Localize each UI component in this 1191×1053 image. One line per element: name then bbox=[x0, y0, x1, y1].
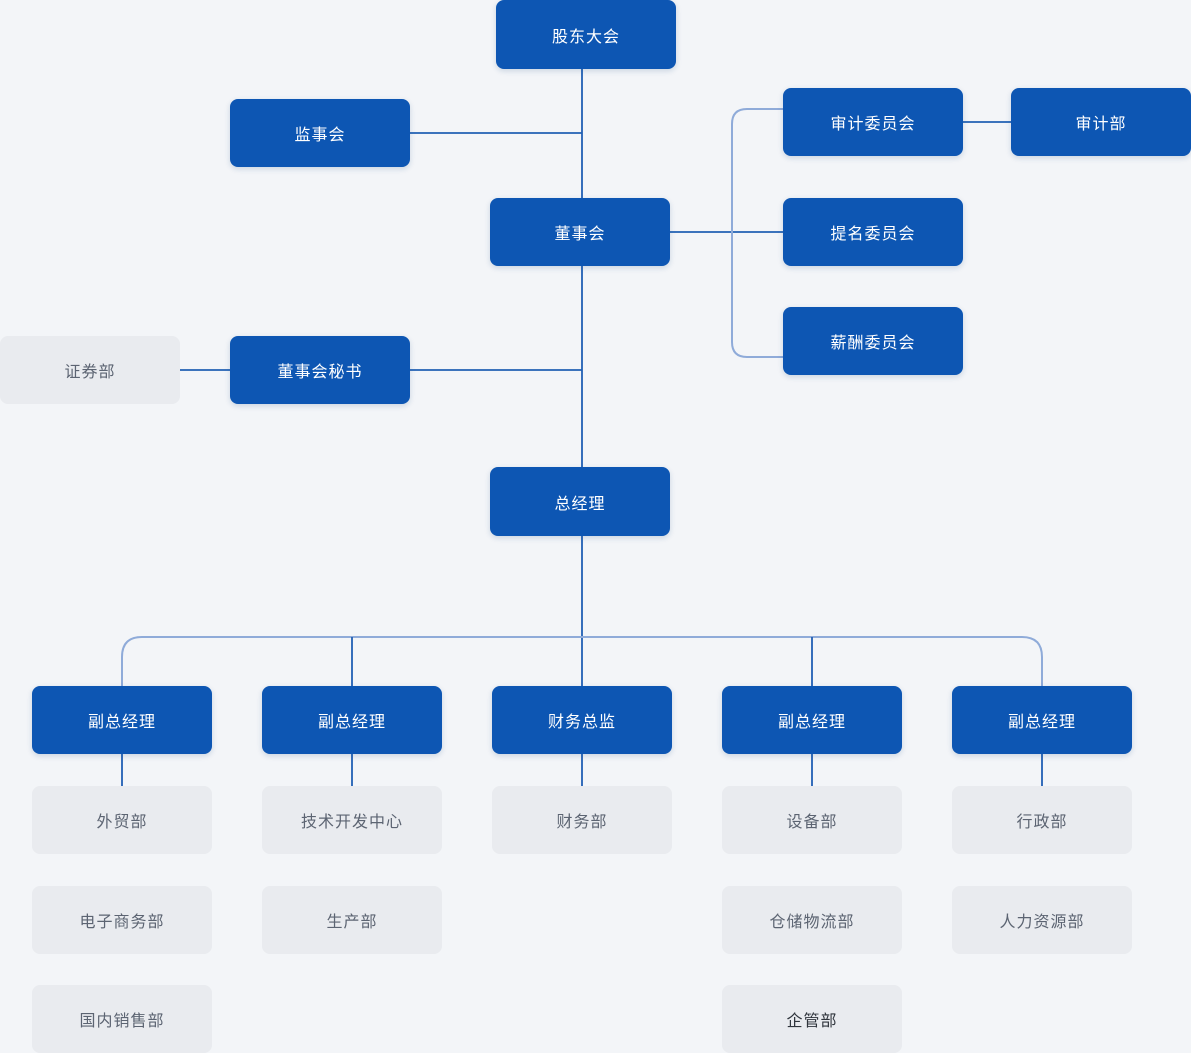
node-label: 财务总监 bbox=[547, 714, 616, 731]
node-domestic-sales-dept[interactable]: 国内销售部 bbox=[32, 985, 212, 1053]
node-securities-dept[interactable]: 证券部 bbox=[0, 336, 180, 404]
node-label: 董事会秘书 bbox=[277, 364, 363, 381]
node-label: 国内销售部 bbox=[79, 1013, 165, 1030]
connector-committee-bracket bbox=[731, 108, 783, 358]
node-label: 审计部 bbox=[1075, 116, 1127, 133]
node-equipment-dept[interactable]: 设备部 bbox=[722, 786, 902, 854]
node-label: 审计委员会 bbox=[830, 116, 916, 133]
node-label: 外贸部 bbox=[96, 814, 148, 831]
node-supervisory-board[interactable]: 监事会 bbox=[230, 99, 410, 167]
node-nomination-committee[interactable]: 提名委员会 bbox=[783, 198, 963, 266]
node-hr-dept[interactable]: 人力资源部 bbox=[952, 886, 1132, 954]
node-shareholders-meeting[interactable]: 股东大会 bbox=[496, 0, 676, 69]
node-label: 证券部 bbox=[64, 364, 116, 381]
node-board-of-directors[interactable]: 董事会 bbox=[490, 198, 670, 266]
node-label: 股东大会 bbox=[551, 28, 620, 46]
node-label: 设备部 bbox=[786, 814, 838, 831]
node-label: 提名委员会 bbox=[830, 226, 916, 243]
node-label: 薪酬委员会 bbox=[830, 335, 916, 352]
connector-gm-distribution bbox=[121, 636, 1043, 686]
node-audit-dept[interactable]: 审计部 bbox=[1011, 88, 1191, 156]
node-general-manager[interactable]: 总经理 bbox=[490, 467, 670, 536]
node-deputy-gm-1[interactable]: 副总经理 bbox=[32, 686, 212, 754]
node-label: 董事会 bbox=[554, 226, 606, 243]
node-label: 副总经理 bbox=[777, 714, 846, 731]
node-label: 人力资源部 bbox=[999, 914, 1085, 931]
node-label: 技术开发中心 bbox=[300, 814, 403, 831]
node-label: 副总经理 bbox=[1007, 714, 1076, 731]
node-tech-dev-center[interactable]: 技术开发中心 bbox=[262, 786, 442, 854]
node-cfo[interactable]: 财务总监 bbox=[492, 686, 672, 754]
node-label: 仓储物流部 bbox=[769, 914, 855, 931]
node-board-secretary[interactable]: 董事会秘书 bbox=[230, 336, 410, 404]
node-label: 总经理 bbox=[554, 495, 606, 513]
node-label: 财务部 bbox=[556, 814, 608, 831]
node-foreign-trade-dept[interactable]: 外贸部 bbox=[32, 786, 212, 854]
node-enterprise-mgmt-dept[interactable]: 企管部 bbox=[722, 985, 902, 1053]
node-finance-dept[interactable]: 财务部 bbox=[492, 786, 672, 854]
node-production-dept[interactable]: 生产部 bbox=[262, 886, 442, 954]
node-label: 电子商务部 bbox=[79, 914, 165, 931]
node-label: 副总经理 bbox=[317, 714, 386, 731]
node-label: 企管部 bbox=[786, 1013, 838, 1030]
node-label: 副总经理 bbox=[87, 714, 156, 731]
node-deputy-gm-2[interactable]: 副总经理 bbox=[262, 686, 442, 754]
node-label: 监事会 bbox=[294, 127, 346, 144]
node-compensation-committee[interactable]: 薪酬委员会 bbox=[783, 307, 963, 375]
node-label: 行政部 bbox=[1016, 814, 1068, 831]
node-audit-committee[interactable]: 审计委员会 bbox=[783, 88, 963, 156]
node-admin-dept[interactable]: 行政部 bbox=[952, 786, 1132, 854]
node-ecommerce-dept[interactable]: 电子商务部 bbox=[32, 886, 212, 954]
node-warehouse-logistics-dept[interactable]: 仓储物流部 bbox=[722, 886, 902, 954]
node-deputy-gm-3[interactable]: 副总经理 bbox=[722, 686, 902, 754]
node-deputy-gm-4[interactable]: 副总经理 bbox=[952, 686, 1132, 754]
node-label: 生产部 bbox=[326, 914, 378, 931]
